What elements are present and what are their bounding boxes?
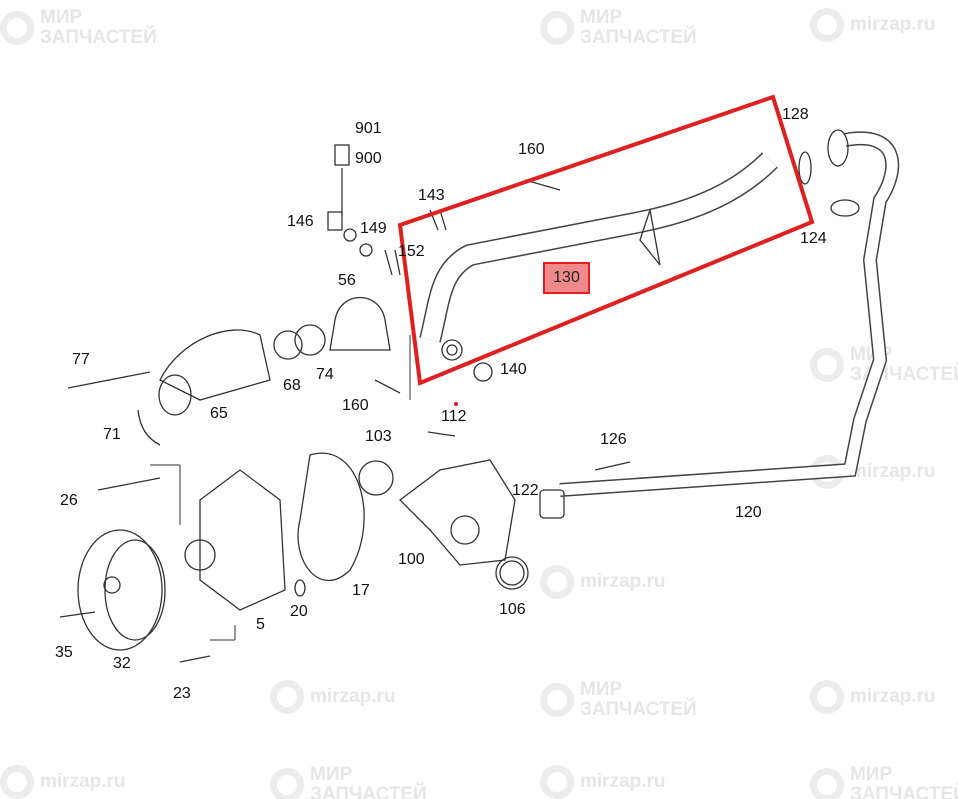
part-label-126[interactable]: 126 xyxy=(600,431,627,448)
watermark-text: МИР ЗАПЧАСТЕЙ xyxy=(850,764,958,799)
watermark-logo-icon xyxy=(0,11,34,45)
watermark-logo-icon xyxy=(540,765,574,799)
part-label-106[interactable]: 106 xyxy=(499,601,526,618)
part-label-17[interactable]: 17 xyxy=(352,582,370,599)
part-label-32[interactable]: 32 xyxy=(113,655,131,672)
watermark: mirzap.ru xyxy=(810,8,936,42)
part-label-112[interactable]: 112 xyxy=(441,408,467,425)
watermark-text: mirzap.ru xyxy=(580,771,666,792)
watermark-logo-icon xyxy=(540,11,574,45)
part-label-56[interactable]: 56 xyxy=(338,272,356,289)
watermark-text: МИР ЗАПЧАСТЕЙ xyxy=(580,7,697,48)
part-label-20[interactable]: 20 xyxy=(290,603,308,620)
part-label-160[interactable]: 160 xyxy=(518,141,545,158)
watermark-text: mirzap.ru xyxy=(580,571,666,592)
part-label-140[interactable]: 140 xyxy=(500,361,527,378)
watermark-logo-icon xyxy=(0,765,34,799)
gasket-17 xyxy=(297,452,365,582)
part-label-74[interactable]: 74 xyxy=(316,366,334,383)
watermark: МИР ЗАПЧАСТЕЙ xyxy=(270,765,460,799)
part-label-103[interactable]: 103 xyxy=(365,428,392,445)
watermark-logo-icon xyxy=(810,348,844,382)
part-label-65[interactable]: 65 xyxy=(210,405,228,422)
watermark-logo-icon xyxy=(270,680,304,714)
watermark: mirzap.ru xyxy=(810,680,936,714)
part-label-77[interactable]: 77 xyxy=(72,351,90,368)
watermark-text: mirzap.ru xyxy=(850,461,936,482)
watermark-logo-icon xyxy=(810,680,844,714)
part-label-124[interactable]: 124 xyxy=(800,230,827,247)
part-label-100[interactable]: 100 xyxy=(398,551,425,568)
part-label-23[interactable]: 23 xyxy=(173,685,191,702)
part-label-120[interactable]: 120 xyxy=(735,504,762,521)
part-label-26[interactable]: 26 xyxy=(60,492,78,509)
watermark: МИР ЗАПЧАСТЕЙ xyxy=(540,8,730,48)
part-label-901[interactable]: 901 xyxy=(355,120,382,137)
watermark-logo-icon xyxy=(810,768,844,799)
watermark-text: mirzap.ru xyxy=(310,686,396,707)
watermark-logo-icon xyxy=(540,683,574,717)
part-label-68[interactable]: 68 xyxy=(283,377,301,394)
part-label-149[interactable]: 149 xyxy=(360,220,387,237)
watermark-logo-icon xyxy=(810,8,844,42)
part-label-143[interactable]: 143 xyxy=(418,187,445,204)
watermark-text: МИР ЗАПЧАСТЕЙ xyxy=(310,764,427,799)
watermark: mirzap.ru xyxy=(270,680,396,714)
watermark-logo-icon xyxy=(270,768,304,799)
watermark-text: mirzap.ru xyxy=(850,14,936,35)
part-label-71[interactable]: 71 xyxy=(103,426,121,443)
part-label-160b[interactable]: 160 xyxy=(342,397,369,414)
part-label-5[interactable]: 5 xyxy=(256,616,265,633)
watermark: МИР ЗАПЧАСТЕЙ xyxy=(540,680,730,720)
watermark: mirzap.ru xyxy=(540,565,666,599)
part-label-900[interactable]: 900 xyxy=(355,150,382,167)
part-label-122[interactable]: 122 xyxy=(512,482,539,499)
watermark-logo-icon xyxy=(540,565,574,599)
part-label-152[interactable]: 152 xyxy=(398,243,425,260)
watermark: mirzap.ru xyxy=(540,765,666,799)
watermark-text: mirzap.ru xyxy=(40,771,126,792)
highlighted-part-130[interactable]: 130 xyxy=(543,262,590,294)
part-label-35[interactable]: 35 xyxy=(55,644,73,661)
watermark-text: mirzap.ru xyxy=(850,686,936,707)
watermark-text: МИР ЗАПЧАСТЕЙ xyxy=(40,7,157,48)
part-label-128[interactable]: 128 xyxy=(782,106,809,123)
watermark: МИР ЗАПЧАСТЕЙ xyxy=(0,8,190,48)
clip-71 xyxy=(137,409,161,446)
selection-outline xyxy=(397,94,815,386)
watermark: МИР ЗАПЧАСТЕЙ xyxy=(810,765,958,799)
part-label-146[interactable]: 146 xyxy=(287,213,314,230)
watermark: mirzap.ru xyxy=(0,765,126,799)
watermark-text: МИР ЗАПЧАСТЕЙ xyxy=(580,679,697,720)
